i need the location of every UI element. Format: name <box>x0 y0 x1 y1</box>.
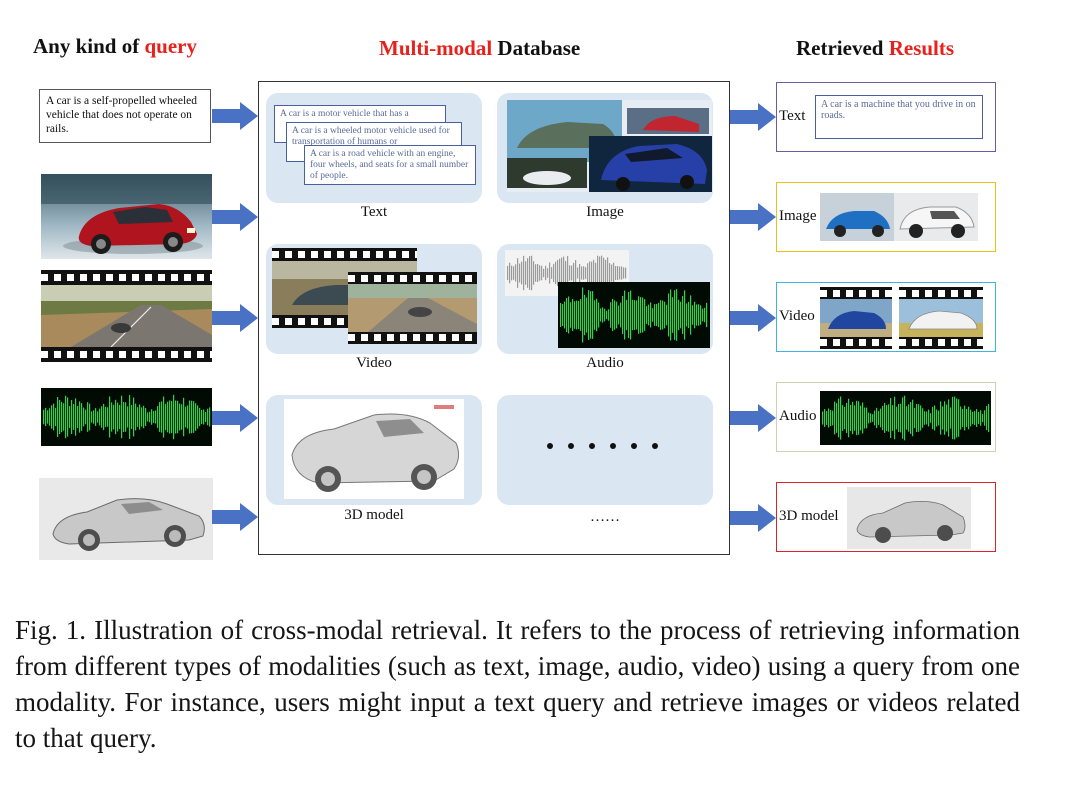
ellipsis-dot-icon <box>547 443 553 449</box>
db-3d-model-image <box>284 399 464 499</box>
db-video-frame-2 <box>348 284 477 332</box>
result-audio-arrow-icon <box>730 404 776 432</box>
db-3d-label: 3D model <box>344 507 404 523</box>
result-text-label: Text <box>779 108 806 124</box>
result-text-box: Text A car is a machine that you drive i… <box>776 82 996 152</box>
ellipsis-dot-icon <box>589 443 595 449</box>
db-image-collage <box>507 100 712 192</box>
db-audio-waveform-green <box>558 282 710 348</box>
query-car-image <box>41 174 212 259</box>
ellipsis-dot-icon <box>610 443 616 449</box>
result-image-white-suv <box>894 193 978 241</box>
result-video-filmstrip-2 <box>899 287 983 349</box>
result-video-box: Video <box>776 282 996 352</box>
query-audio-waveform <box>41 388 212 446</box>
db-more-cell <box>497 395 713 505</box>
result-image-label: Image <box>779 208 817 224</box>
result-video-arrow-icon <box>730 304 776 332</box>
query-3d-arrow-icon <box>212 503 258 531</box>
result-image-arrow-icon <box>730 203 776 231</box>
query-audio-arrow-icon <box>212 404 258 432</box>
database-header-black: Database <box>492 36 581 60</box>
result-audio-box: Audio <box>776 382 996 452</box>
db-video-label: Video <box>356 355 392 371</box>
db-image-label: Image <box>586 204 624 220</box>
result-3d-model-image <box>847 487 971 549</box>
query-image-arrow-icon <box>212 203 258 231</box>
result-3d-label: 3D model <box>779 508 839 524</box>
result-3d-box: 3D model <box>776 482 996 552</box>
query-3d-model-image <box>39 478 213 560</box>
results-header: Retrieved Results <box>796 36 954 61</box>
result-audio-label: Audio <box>779 408 817 424</box>
db-video-filmstrip-1 <box>272 248 417 328</box>
db-video-filmstrip-2 <box>348 272 477 344</box>
result-image-blue-car <box>820 193 894 241</box>
figure-caption: Fig. 1. Illustration of cross-modal retr… <box>15 615 1020 753</box>
result-video-label: Video <box>779 308 815 324</box>
results-header-black: Retrieved <box>796 36 889 60</box>
db-audio-label: Audio <box>586 355 624 371</box>
query-text-arrow-icon <box>212 102 258 130</box>
query-header-word: query <box>144 34 197 58</box>
results-header-red: Results <box>888 36 955 60</box>
query-header-prefix: Any kind of <box>33 34 145 58</box>
db-audio-waveform-grey <box>505 250 629 296</box>
query-video-arrow-icon <box>212 304 258 332</box>
result-audio-waveform <box>820 391 991 445</box>
database-header: Multi-modal Database <box>379 36 580 61</box>
ellipsis-dot-icon <box>568 443 574 449</box>
result-video-frame-1 <box>820 299 892 337</box>
result-text-value: A car is a machine that you drive in on … <box>815 95 983 139</box>
result-3d-arrow-icon <box>730 504 776 532</box>
query-video-frame <box>41 285 212 347</box>
database-header-red: Multi-modal <box>379 36 493 60</box>
query-text-box: A car is a self-propelled wheeled vehicl… <box>39 89 211 143</box>
result-text-arrow-icon <box>730 103 776 131</box>
ellipsis-dot-icon <box>631 443 637 449</box>
query-video-filmstrip <box>41 270 212 362</box>
result-image-box: Image <box>776 182 996 252</box>
ellipsis-dot-icon <box>652 443 658 449</box>
result-video-frame-2 <box>899 299 983 337</box>
db-more-label: …… <box>590 509 620 525</box>
db-text-label: Text <box>360 204 388 220</box>
db-text-note-3: A car is a road vehicle with an engine, … <box>304 145 476 185</box>
result-video-filmstrip-1 <box>820 287 892 349</box>
query-header: Any kind of query <box>33 34 197 59</box>
